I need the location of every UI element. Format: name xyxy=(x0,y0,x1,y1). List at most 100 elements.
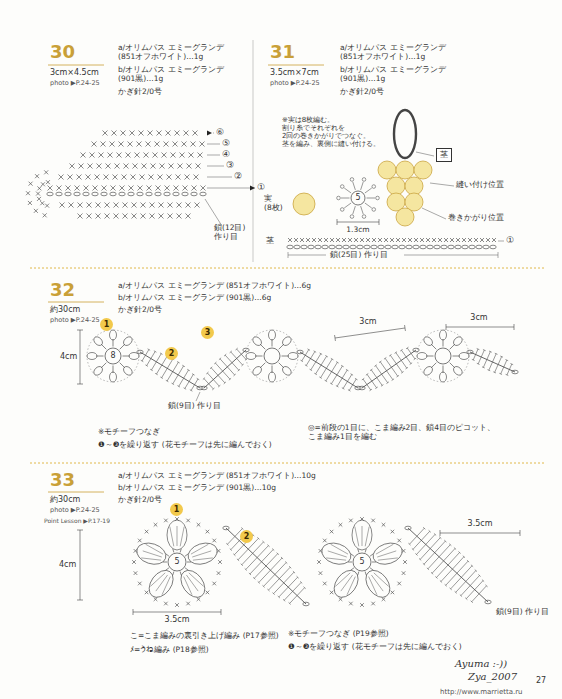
treble-stitch xyxy=(274,583,284,594)
petal xyxy=(269,330,276,340)
chain-stitch xyxy=(182,192,188,196)
single-crochet-mark xyxy=(138,582,142,586)
single-crochet-mark xyxy=(306,238,310,242)
single-crochet-mark xyxy=(384,238,388,242)
petal xyxy=(87,353,97,360)
treble-stitch xyxy=(195,379,198,385)
single-crochet-mark xyxy=(157,131,162,136)
single-crochet-mark xyxy=(212,539,216,543)
treble-stitch xyxy=(232,363,239,371)
tall-stitch xyxy=(371,575,383,591)
stitch-top xyxy=(236,348,238,350)
symbol-note: ﾒ=うね編み (P18参照) xyxy=(130,646,209,655)
single-crochet-mark xyxy=(88,164,93,169)
stitch-top xyxy=(257,537,259,539)
single-crochet-mark xyxy=(168,203,173,208)
short-stitch xyxy=(166,568,169,570)
stitch-top xyxy=(467,560,469,562)
single-crochet-mark xyxy=(48,186,53,191)
single-crochet-mark xyxy=(426,238,430,242)
stitch-top xyxy=(330,383,333,385)
single-crochet-mark xyxy=(128,142,133,147)
single-crochet-mark xyxy=(324,238,328,242)
stitch-top xyxy=(460,595,462,597)
single-crochet-mark xyxy=(178,164,183,169)
dimension-tick xyxy=(77,330,83,331)
treble-stitch xyxy=(406,357,411,364)
stitch-top xyxy=(423,527,425,529)
row-leader xyxy=(207,166,224,167)
single-crochet-mark xyxy=(150,203,155,208)
single-crochet-mark xyxy=(135,153,140,158)
stitch-top xyxy=(203,378,205,380)
single-crochet-mark xyxy=(124,164,129,169)
chain-stitch xyxy=(392,245,398,249)
chain-stitch xyxy=(47,192,53,196)
single-crochet-mark xyxy=(194,175,199,180)
dimension-tick xyxy=(334,335,336,341)
single-crochet-mark xyxy=(137,142,142,147)
stitch-top xyxy=(370,369,372,371)
single-crochet-mark xyxy=(414,238,418,242)
picot xyxy=(337,196,341,200)
single-crochet-mark xyxy=(382,597,386,601)
single-crochet-mark xyxy=(397,582,401,586)
single-crochet-mark xyxy=(378,238,382,242)
dimension: 4cm xyxy=(59,560,76,569)
leaf-spine xyxy=(300,352,358,388)
single-crochet-mark xyxy=(360,603,364,607)
single-crochet-mark xyxy=(81,153,86,158)
treble-stitch xyxy=(279,587,288,597)
treble-stitch xyxy=(380,362,386,371)
stitch-top xyxy=(483,349,486,350)
treble-stitch xyxy=(167,372,173,381)
stitch-top xyxy=(458,552,460,554)
petal xyxy=(122,365,134,377)
petal xyxy=(281,365,293,377)
chain-stitch xyxy=(308,245,314,249)
treble-stitch xyxy=(264,574,275,586)
tall-stitch xyxy=(156,575,168,591)
single-crochet-mark xyxy=(165,186,170,191)
chain-stitch xyxy=(164,192,170,196)
single-crochet-mark xyxy=(187,164,192,169)
treble-stitch xyxy=(435,541,446,553)
single-crochet-mark xyxy=(189,153,194,158)
single-crochet-mark xyxy=(138,539,142,543)
single-crochet-mark xyxy=(396,238,400,242)
single-crochet-mark xyxy=(99,153,104,158)
section-number: 30 xyxy=(50,42,75,63)
treble-stitch xyxy=(371,370,376,378)
row-leader xyxy=(207,188,255,189)
single-crochet-mark xyxy=(113,175,118,180)
single-crochet-mark xyxy=(167,175,172,180)
treble-stitch xyxy=(353,379,357,385)
single-crochet-mark xyxy=(196,164,201,169)
single-crochet-mark xyxy=(217,571,221,575)
treble-stitch xyxy=(396,353,401,361)
single-crochet-mark xyxy=(468,238,472,242)
single-crochet-mark xyxy=(348,238,352,242)
stitch-top xyxy=(319,377,322,379)
treble-stitch xyxy=(475,581,483,590)
stitch-top xyxy=(444,540,446,542)
single-crochet-mark xyxy=(134,571,138,575)
stitch-top xyxy=(230,351,232,353)
page-number: 27 xyxy=(536,676,546,685)
stitch-top xyxy=(351,374,354,376)
single-crochet-mark xyxy=(306,238,310,242)
single-crochet-mark xyxy=(323,539,327,543)
single-crochet-mark xyxy=(115,164,120,169)
dimension: 4cm xyxy=(60,352,77,361)
single-crochet-mark xyxy=(414,238,418,242)
treble-stitch xyxy=(253,542,264,553)
treble-stitch xyxy=(215,363,222,371)
single-crochet-mark xyxy=(78,203,83,208)
treble-stitch xyxy=(410,536,417,544)
single-crochet-mark xyxy=(486,238,490,242)
single-crochet-mark xyxy=(403,560,407,564)
stitch-top xyxy=(336,362,339,364)
single-crochet-mark xyxy=(149,175,154,180)
single-crochet-mark xyxy=(354,238,358,242)
chain-stitch xyxy=(243,348,249,352)
